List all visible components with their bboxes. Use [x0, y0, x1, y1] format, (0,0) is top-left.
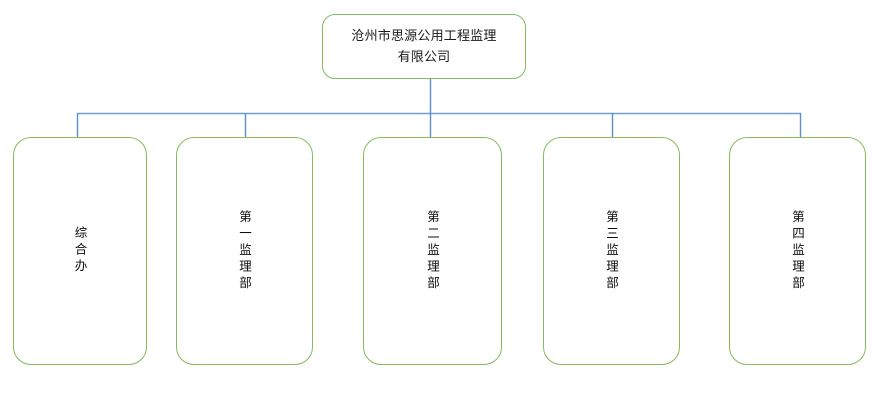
org-node-supervision-1[interactable]: 第一监理部 — [176, 137, 313, 365]
org-node-general-office-label: 综合办 — [72, 226, 88, 276]
org-node-root[interactable]: 沧州市思源公用工程监理 有限公司 — [322, 14, 526, 79]
org-node-supervision-4-label: 第四监理部 — [790, 209, 805, 293]
org-node-general-office[interactable]: 综合办 — [13, 137, 147, 365]
org-node-supervision-4[interactable]: 第四监理部 — [729, 137, 866, 365]
org-node-supervision-3-label: 第三监理部 — [604, 209, 619, 293]
org-node-supervision-2[interactable]: 第二监理部 — [363, 137, 502, 365]
org-node-root-label: 沧州市思源公用工程监理 有限公司 — [351, 28, 497, 65]
org-node-supervision-3[interactable]: 第三监理部 — [543, 137, 680, 365]
org-node-supervision-2-label: 第二监理部 — [425, 209, 440, 293]
org-node-supervision-1-label: 第一监理部 — [237, 209, 252, 293]
